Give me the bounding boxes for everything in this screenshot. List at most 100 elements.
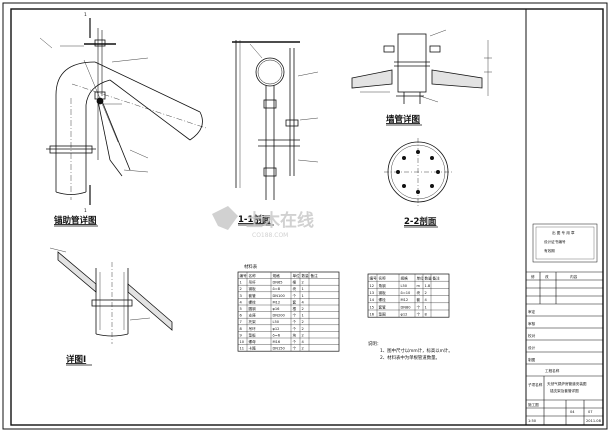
- material-table-cell: φ12: [273, 327, 280, 331]
- material-table-cell: 个: [293, 319, 297, 324]
- material-table-cell: 2: [302, 347, 304, 351]
- wall-pipe-detail-view: [351, 29, 492, 104]
- material-table-cell: δ=8: [273, 287, 281, 291]
- table-b-header-cell: 编号: [370, 276, 378, 281]
- inner-border: [10, 8, 604, 426]
- table-b-cell: δ=10: [401, 291, 411, 295]
- sign-label-4: 制图: [528, 357, 536, 362]
- material-table-cell: 2: [240, 287, 242, 291]
- watermark-text: 土木在线: [246, 210, 314, 231]
- material-table-cell: 个: [293, 339, 297, 344]
- material-table-cell: 2: [302, 281, 304, 285]
- section-2-2-title: 2-2剖面: [404, 216, 437, 227]
- material-table-cell: 4: [240, 300, 243, 304]
- drawing-title-2: 锚支架及套管详图: [550, 388, 579, 393]
- material-table-cell: 2: [302, 307, 304, 311]
- material-table-cell: 支座: [249, 313, 257, 318]
- table-b-cell: 4: [425, 298, 428, 302]
- sign-label-1: 审核: [528, 321, 536, 326]
- section-2-2-view: [384, 138, 452, 206]
- material-table-cell: 个: [293, 293, 297, 298]
- table-b-header-cell: 单位: [417, 276, 425, 281]
- material-table-cell: 个: [293, 313, 297, 318]
- material-table-cell: 2: [302, 333, 304, 337]
- material-table-cell: L50: [273, 320, 280, 324]
- note-line-1: 1、图中尺寸以mm计，标高以m计。: [380, 347, 453, 354]
- table-b-cell: 套: [417, 297, 421, 302]
- material-table-cell: 9: [240, 333, 243, 337]
- table-b-cell: 1.8: [425, 284, 431, 288]
- table-b-cell: 13: [370, 291, 375, 295]
- sign-label-0: 审定: [528, 309, 536, 314]
- table-b-cell: 角钢: [379, 283, 387, 288]
- table-b-cell: 钢板: [379, 290, 387, 295]
- section-1-1-view: [232, 40, 319, 200]
- table-b-cell: 8: [425, 313, 428, 317]
- sheet-no: 07: [588, 410, 593, 414]
- material-table-cell: M12: [273, 300, 281, 304]
- elbow-detail-view: [39, 18, 207, 205]
- date-value: 2011.08: [586, 419, 602, 423]
- material-table-cell: 吊杆: [249, 280, 257, 285]
- material-table-cell: 块: [293, 332, 297, 337]
- notes-title: 说明：: [368, 340, 381, 347]
- material-table-cell: 11: [240, 347, 245, 351]
- title-block: [525, 9, 603, 425]
- material-table-cell: 圆钢: [249, 306, 257, 311]
- material-table-cell: 6: [240, 314, 243, 318]
- sheet-label: 施工图: [528, 402, 539, 407]
- material-table-cell: DN65: [273, 281, 283, 285]
- detail-1-title: 详图Ⅰ: [66, 354, 86, 365]
- sign-label-2: 校对: [528, 333, 536, 338]
- stamp-line-3: 有效期: [544, 248, 555, 253]
- table-b-cell: m: [417, 284, 421, 288]
- rev-header-1: 修: [531, 274, 535, 279]
- material-table-cell: DN200: [273, 314, 286, 318]
- material-table-cell: 5: [240, 307, 242, 311]
- material-table-cell: 托架: [249, 319, 257, 324]
- table-b-cell: 个: [417, 304, 421, 309]
- material-table-header-cell: 数量: [302, 273, 310, 278]
- material-table-header-cell: 单位: [293, 273, 301, 278]
- material-table-cell: 根: [293, 280, 297, 285]
- sign-label-6: 子项名称: [528, 382, 543, 387]
- material-table-cell: 1: [302, 294, 304, 298]
- material-table-cell: 1: [302, 314, 304, 318]
- watermark: 土木在线 CO188.COM: [212, 206, 314, 239]
- table-b-cell: 14: [370, 298, 375, 302]
- rev-header-3: 内容: [570, 274, 578, 279]
- table-b-cell: M12: [401, 298, 409, 302]
- watermark-subtext: CO188.COM: [252, 232, 288, 239]
- stamp-line-2: 设计证书编号: [544, 239, 566, 244]
- project-label: 工程名称: [545, 368, 560, 373]
- material-table-header-cell: 备注: [311, 273, 319, 278]
- material-table-header-cell: 名称: [249, 273, 257, 278]
- material-table-cell: 钢板: [249, 286, 257, 291]
- drawing-title-1: 天然气锅炉房管道安装图: [547, 381, 587, 386]
- material-table-cell: 1: [302, 287, 304, 291]
- table-b-cell: 螺栓: [379, 297, 387, 302]
- material-table-cell: 4: [302, 300, 305, 304]
- note-line-2: 2、材料表中为单根管道数量。: [380, 354, 440, 361]
- material-table-cell: DN150: [273, 347, 286, 351]
- table-b-cell: 12: [370, 284, 375, 288]
- drawing-no: 04: [570, 410, 575, 414]
- material-table-cell: 螺栓: [249, 299, 257, 304]
- table-b-cell: DN80: [401, 305, 412, 309]
- material-table-cell: δ=6: [273, 333, 281, 337]
- detail-1-view: [49, 247, 173, 344]
- cut-mark-label-1: 1: [84, 12, 87, 18]
- stamp-line-1: 出 图 专 用 章: [552, 230, 575, 235]
- elbow-detail-title: 锚助管详图: [54, 215, 97, 226]
- material-table-cell: M16: [273, 340, 281, 344]
- sign-label-3: 设计: [528, 345, 536, 350]
- table-b-cell: 套管: [379, 304, 387, 309]
- table-b-header-cell: 数量: [425, 276, 433, 281]
- material-table-cell: 垫板: [249, 332, 257, 337]
- rev-header-2: 改: [545, 274, 549, 279]
- wall-pipe-detail-title: 墙管详图: [386, 114, 420, 125]
- table-b-header-cell: 备注: [433, 276, 441, 281]
- material-table-cell: 8: [240, 327, 243, 331]
